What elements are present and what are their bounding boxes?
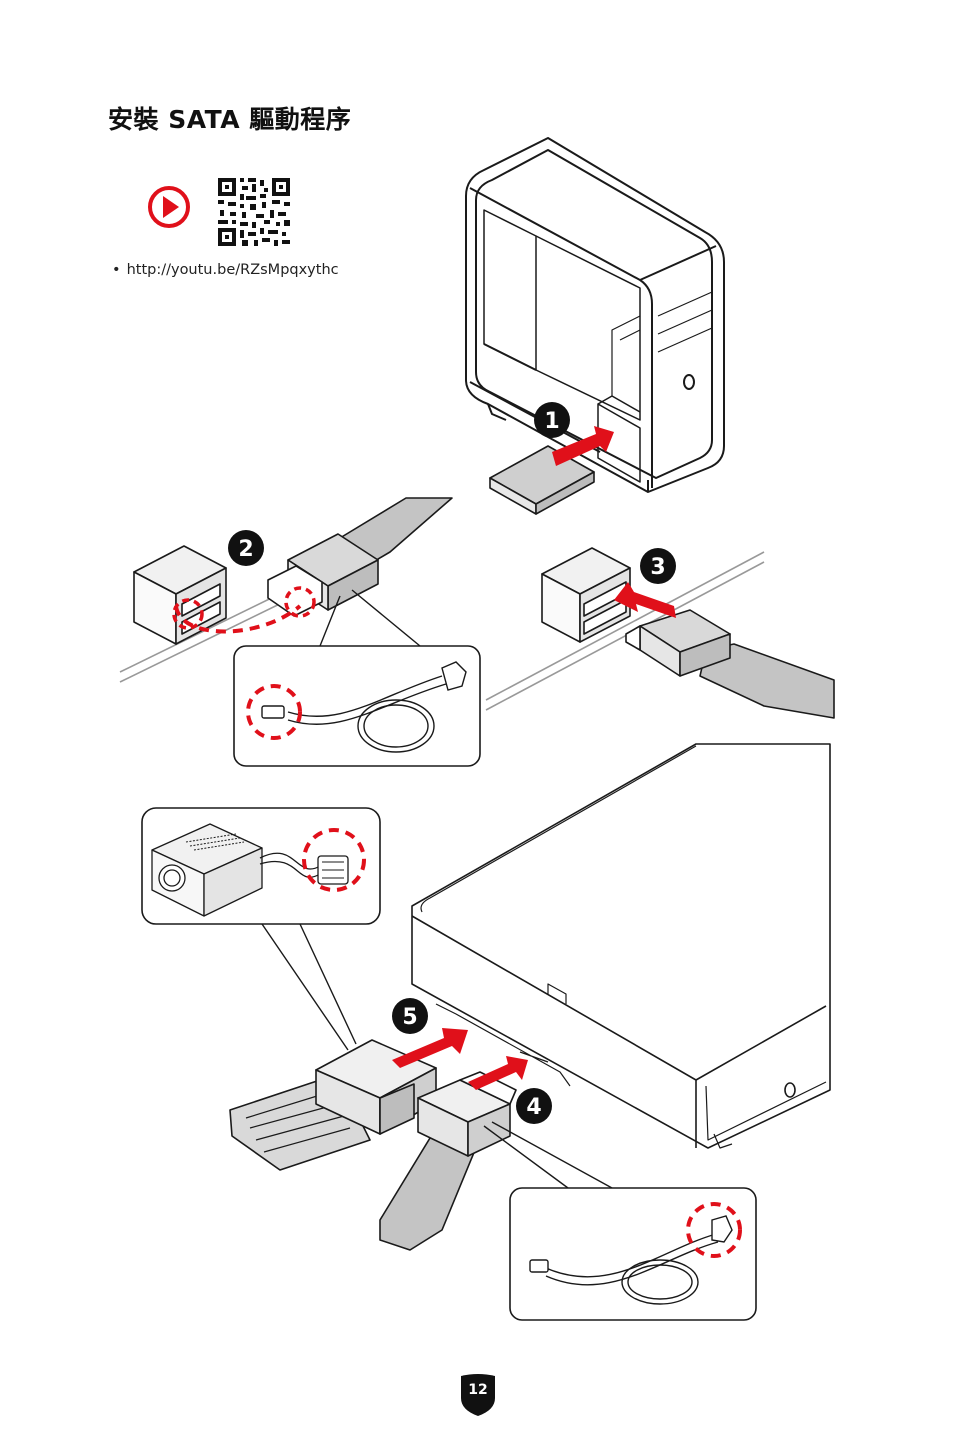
step-badge-5: 5 <box>392 998 428 1034</box>
step-number-2: 2 <box>238 537 253 562</box>
step-badge-3: 3 <box>640 548 676 584</box>
sata-cable-step-3 <box>626 610 834 718</box>
step-number-3: 3 <box>650 555 665 580</box>
step-badge-1: 1 <box>534 402 570 438</box>
step-number-5: 5 <box>402 1005 417 1030</box>
sata-cable-step-2 <box>268 498 452 616</box>
page-number: 12 <box>457 1382 499 1398</box>
step-number-1: 1 <box>544 409 559 434</box>
step-badge-4: 4 <box>516 1088 552 1124</box>
hdd-drive <box>490 446 594 514</box>
step-number-4: 4 <box>526 1095 541 1120</box>
step-badge-2: 2 <box>228 530 264 566</box>
arrow-step-5 <box>392 1028 468 1068</box>
